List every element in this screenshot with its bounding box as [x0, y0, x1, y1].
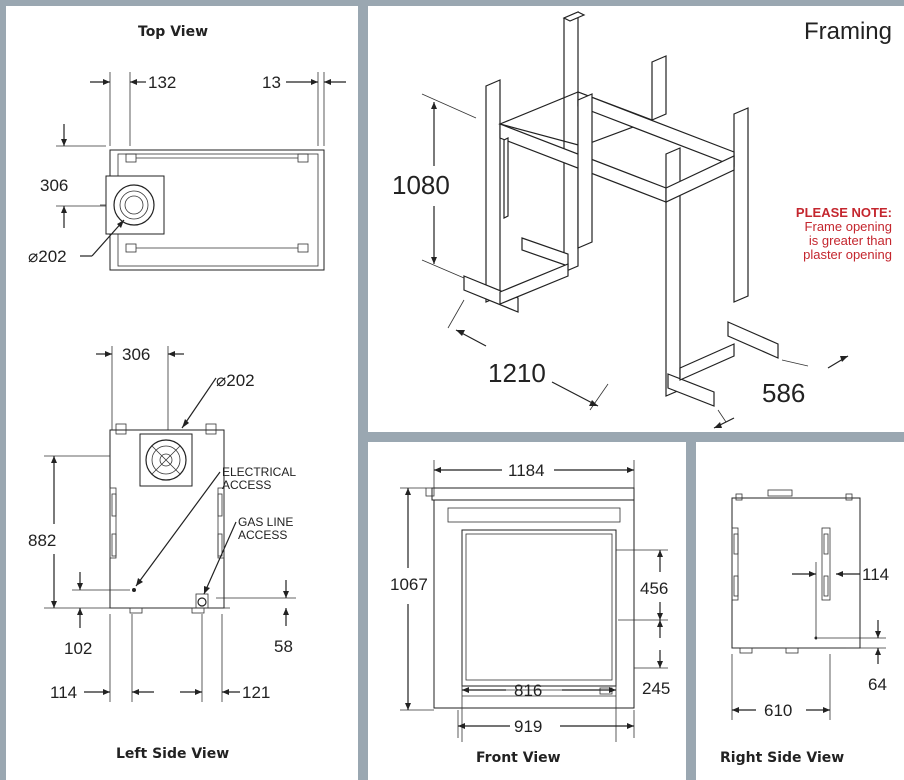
right-side-view-title: Right Side View	[720, 750, 844, 766]
framing-panel: 1080 1210 586	[368, 6, 904, 432]
dim-left-diameter: ⌀202	[216, 371, 255, 390]
dim-front-456: 456	[640, 579, 668, 598]
please-note: PLEASE NOTE: Frame opening is greater th…	[756, 206, 892, 262]
callout-electrical-line2: ACCESS	[222, 478, 271, 492]
dim-right-114: 114	[862, 565, 889, 584]
front-view-panel: 1184 1067 456 245	[368, 442, 686, 780]
top-flue-circle	[113, 184, 155, 226]
dim-left-58: 58	[274, 637, 293, 656]
top-and-left-side-drawings: Top View 132 13 306	[28, 24, 346, 762]
framing-drawing: 1080 1210 586	[392, 11, 849, 429]
dim-left-306: 306	[122, 345, 150, 364]
callout-gas-line1: GAS LINE	[238, 515, 293, 529]
dim-frame-1210: 1210	[488, 358, 546, 388]
please-note-heading: PLEASE NOTE:	[795, 205, 892, 220]
please-note-line3: plaster opening	[803, 247, 892, 262]
front-view-drawing: 1184 1067 456 245	[390, 460, 670, 766]
dim-front-1184: 1184	[508, 461, 545, 480]
dim-front-816: 816	[514, 681, 542, 700]
dim-top-306: 306	[40, 176, 68, 195]
dim-front-1067: 1067	[390, 575, 428, 594]
dim-frame-1080: 1080	[392, 170, 450, 200]
front-top-hood	[431, 487, 635, 501]
dim-top-132: 132	[148, 73, 176, 92]
dim-frame-586: 586	[762, 378, 805, 408]
dim-left-882: 882	[28, 531, 56, 550]
callout-electrical-line1: ELECTRICAL	[222, 465, 296, 479]
please-note-line1: Frame opening	[804, 219, 892, 234]
dim-right-64: 64	[868, 675, 887, 694]
dim-left-102: 102	[64, 639, 92, 658]
callout-gas-line2: ACCESS	[238, 528, 287, 542]
framing-title: Framing	[803, 18, 892, 45]
front-glass-frame	[461, 529, 617, 687]
dim-top-diameter: ⌀202	[28, 247, 67, 266]
dim-front-919: 919	[514, 717, 542, 736]
dim-left-114: 114	[50, 683, 77, 702]
right-side-view-panel: 114 64 610 Right Side View	[696, 442, 904, 780]
please-note-line2: is greater than	[808, 233, 892, 248]
top-view-title: Top View	[138, 24, 208, 40]
dim-right-610: 610	[764, 701, 792, 720]
dim-top-13: 13	[262, 73, 281, 92]
right-side-view-drawing: 114 64 610 Right Side View	[720, 489, 889, 766]
front-view-title: Front View	[476, 750, 561, 766]
dim-left-121: 121	[242, 683, 270, 702]
dim-front-245: 245	[642, 679, 670, 698]
left-column-panel: Top View 132 13 306	[6, 6, 358, 780]
left-side-view-title: Left Side View	[116, 746, 229, 762]
